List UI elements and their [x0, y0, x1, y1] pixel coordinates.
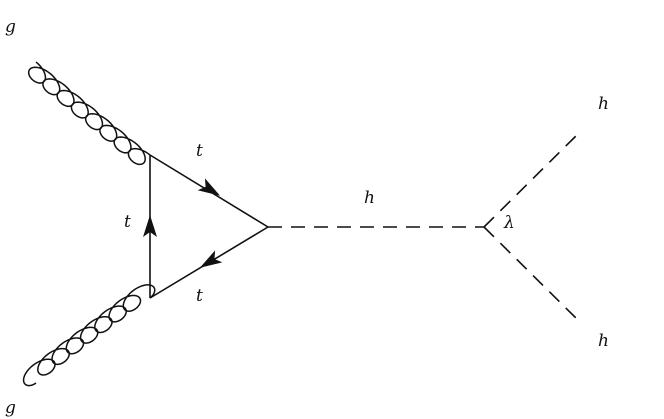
gluon-line-top: [27, 61, 151, 166]
label-higgs-out-lower: h: [598, 331, 609, 351]
label-coupling-lambda: λ: [503, 213, 515, 233]
label-gluon-top: g: [5, 17, 16, 37]
label-higgs-propagator: h: [364, 188, 375, 208]
arrow-lower-edge: [199, 250, 223, 268]
label-gluon-bottom: g: [5, 398, 16, 418]
label-higgs-out-upper: h: [598, 94, 609, 114]
arrow-up-left-edge: [143, 215, 157, 237]
label-top-upper: t: [196, 141, 203, 161]
higgs-out-upper-line: [483, 129, 583, 228]
gluon-line-bottom: [22, 284, 156, 387]
arrow-upper-edge: [197, 178, 221, 196]
label-top-left: t: [124, 212, 131, 232]
label-top-lower: t: [196, 286, 203, 306]
higgs-out-lower-line: [483, 226, 583, 325]
